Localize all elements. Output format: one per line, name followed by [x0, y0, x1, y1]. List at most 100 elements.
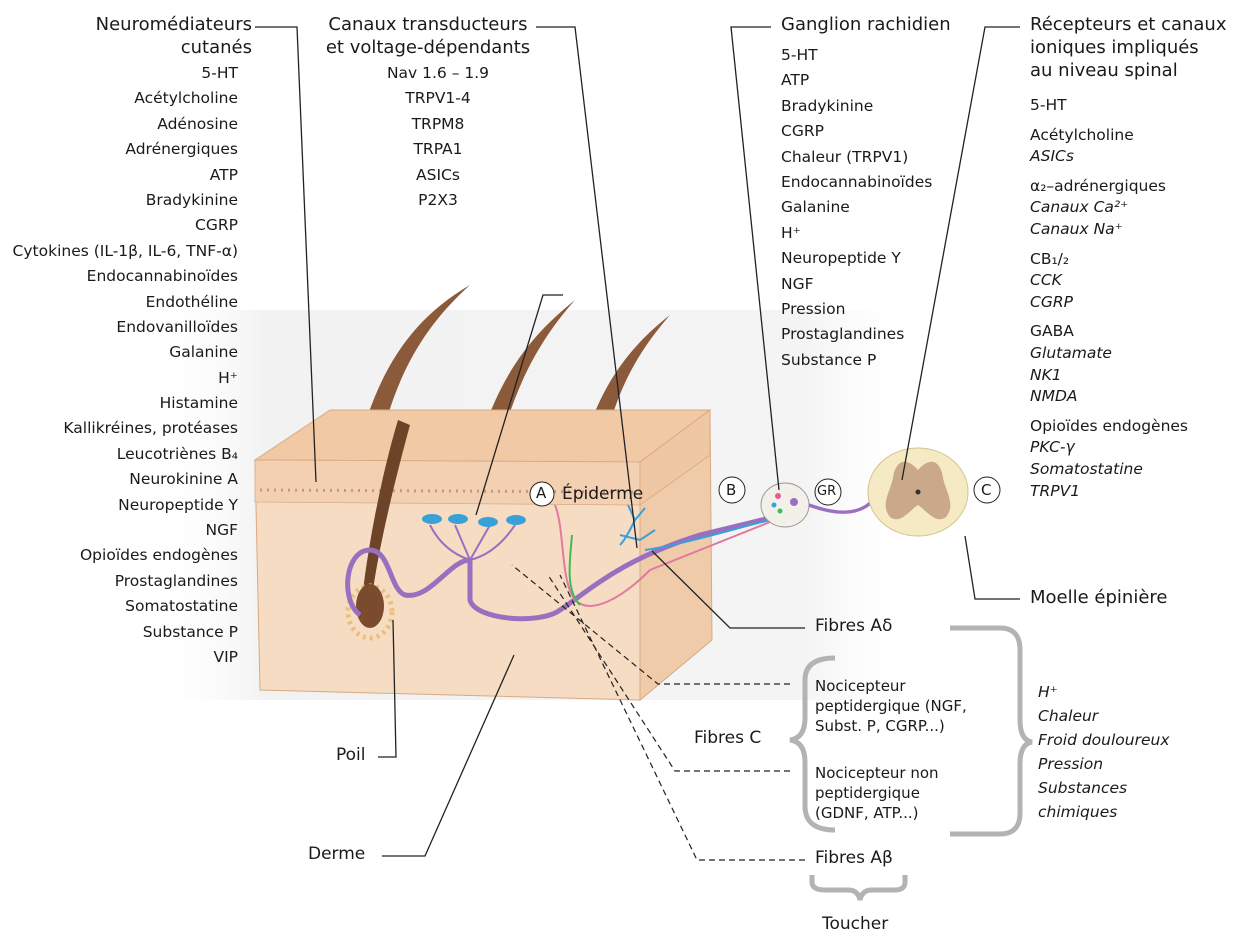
- neuromediateur-item: Galanine: [13, 340, 238, 365]
- neuromediateur-item: H⁺: [13, 366, 238, 391]
- circle-b-label: B: [726, 481, 736, 499]
- circle-a-label: A: [536, 484, 546, 502]
- canaux-title: Canaux transducteurs et voltage-dépendan…: [316, 13, 540, 59]
- moelle-label: Moelle épinière: [1030, 587, 1167, 608]
- neuromediateur-item: Adénosine: [13, 112, 238, 137]
- ganglion-item: Endocannabinoïdes: [781, 168, 932, 193]
- recepteurs-title-line2: ioniques impliqués: [1030, 36, 1227, 59]
- ganglion-item: NGF: [781, 270, 932, 295]
- toucher-label: Toucher: [822, 914, 888, 934]
- noci-pept-label: Nocicepteur peptidergique (NGF, Subst. P…: [815, 676, 1010, 736]
- fibres-ab-label: Fibres Aβ: [815, 848, 893, 868]
- ganglion-item: Prostaglandines: [781, 320, 932, 345]
- recepteurs-list: 5-HTAcétylcholineASICsα₂–adrénergiquesCa…: [1030, 95, 1188, 502]
- ganglion-item: Pression: [781, 295, 932, 320]
- neuromediateur-item: NGF: [13, 518, 238, 543]
- canal-item: Nav 1.6 – 1.9: [378, 61, 498, 86]
- neuromediateur-item: Neurokinine A: [13, 467, 238, 492]
- ganglion-item: H⁺: [781, 219, 932, 244]
- ganglion-item: Substance P: [781, 346, 932, 371]
- circle-c-label: C: [981, 481, 991, 499]
- canal-item: TRPA1: [378, 137, 498, 162]
- neuromediateur-item: Bradykinine: [13, 188, 238, 213]
- recepteur-item: TRPV1: [1030, 481, 1188, 503]
- canaux-title-line2: et voltage-dépendants: [316, 36, 540, 59]
- neuromediateur-item: Leucotriènes B₄: [13, 442, 238, 467]
- neuromediateur-item: ATP: [13, 163, 238, 188]
- recepteur-item: α₂–adrénergiques: [1030, 176, 1188, 198]
- neuromediateur-item: Neuropeptide Y: [13, 493, 238, 518]
- neuromediateur-item: Endocannabinoïdes: [13, 264, 238, 289]
- recepteur-item: NMDA: [1030, 386, 1188, 408]
- toucher-brace: [812, 875, 905, 900]
- canal-item: TRPV1-4: [378, 86, 498, 111]
- neuromediateur-item: Cytokines (IL-1β, IL-6, TNF-α): [13, 239, 238, 264]
- recepteurs-title-line3: au niveau spinal: [1030, 59, 1227, 82]
- stimulus-item: Pression: [1038, 752, 1170, 776]
- leader-moelle: [965, 536, 1020, 599]
- stimulus-item: Chaleur: [1038, 704, 1170, 728]
- fibres-ad-label: Fibres Aδ: [815, 616, 892, 636]
- neuromediateur-item: Adrénergiques: [13, 137, 238, 162]
- canal-item: ASICs: [378, 163, 498, 188]
- canal-item: P2X3: [378, 188, 498, 213]
- recepteur-item: CCK: [1030, 270, 1188, 292]
- neuromediateur-item: CGRP: [13, 213, 238, 238]
- recepteur-item: PKC-γ: [1030, 437, 1188, 459]
- stimulus-item: Froid douloureux: [1038, 728, 1170, 752]
- recepteur-item: Glutamate: [1030, 343, 1188, 365]
- recepteur-item: Canaux Ca²⁺: [1030, 197, 1188, 219]
- neuromediateur-item: Opioïdes endogènes: [13, 543, 238, 568]
- ganglion-item: ATP: [781, 66, 932, 91]
- epiderme-label: Épiderme: [562, 484, 643, 504]
- neuromediateurs-title-line1: Neuromédiateurs: [96, 13, 252, 36]
- noci-non-pept-label: Nocicepteur non peptidergique (GDNF, ATP…: [815, 763, 965, 823]
- neuromediateur-item: Endothéline: [13, 290, 238, 315]
- recepteurs-title-line1: Récepteurs et canaux: [1030, 13, 1227, 36]
- ganglion-item: CGRP: [781, 117, 932, 142]
- recepteurs-title: Récepteurs et canaux ioniques impliqués …: [1030, 13, 1227, 82]
- gr-label: GR: [817, 484, 836, 499]
- recepteur-item: Opioïdes endogènes: [1030, 416, 1188, 438]
- neuromediateur-item: Histamine: [13, 391, 238, 416]
- neuromediateurs-title: Neuromédiateurs cutanés: [96, 13, 252, 59]
- recepteur-item: Acétylcholine: [1030, 125, 1188, 147]
- ganglion-cell-blue: [772, 503, 777, 508]
- neuromediateur-item: Somatostatine: [13, 594, 238, 619]
- recepteur-item: ASICs: [1030, 146, 1188, 168]
- ganglion-title: Ganglion rachidien: [781, 13, 951, 36]
- recepteur-item: GABA: [1030, 321, 1188, 343]
- recepteur-item: NK1: [1030, 365, 1188, 387]
- neuromediateur-item: 5-HT: [13, 61, 238, 86]
- poil-label: Poil: [336, 745, 366, 765]
- neuromediateur-item: VIP: [13, 645, 238, 670]
- ganglion-item: 5-HT: [781, 41, 932, 66]
- ganglion-cell-pink: [775, 493, 781, 499]
- neuromediateur-item: Acétylcholine: [13, 86, 238, 111]
- ganglion-cell-green: [778, 509, 783, 514]
- canaux-title-line1: Canaux transducteurs: [316, 13, 540, 36]
- ganglion-cell-purple: [790, 498, 798, 506]
- neuromediateur-item: Endovanilloïdes: [13, 315, 238, 340]
- ganglion-item: Bradykinine: [781, 92, 932, 117]
- fibres-c-label: Fibres C: [694, 728, 761, 748]
- recepteur-item: Somatostatine: [1030, 459, 1188, 481]
- ganglion-item: Galanine: [781, 193, 932, 218]
- recepteur-item: CB₁/₂: [1030, 249, 1188, 271]
- spinal-canal: [916, 490, 921, 495]
- neuromediateur-item: Kallikréines, protéases: [13, 416, 238, 441]
- neuromediateur-item: Prostaglandines: [13, 569, 238, 594]
- neuromediateurs-title-line2: cutanés: [96, 36, 252, 59]
- stimulus-item: chimiques: [1038, 800, 1170, 824]
- ganglion-item: Neuropeptide Y: [781, 244, 932, 269]
- recepteur-item: 5-HT: [1030, 95, 1188, 117]
- hair-root: [356, 584, 384, 628]
- ganglion-item: Chaleur (TRPV1): [781, 143, 932, 168]
- canal-item: TRPM8: [378, 112, 498, 137]
- recepteur-item: Canaux Na⁺: [1030, 219, 1188, 241]
- stimulus-item: H⁺: [1038, 680, 1170, 704]
